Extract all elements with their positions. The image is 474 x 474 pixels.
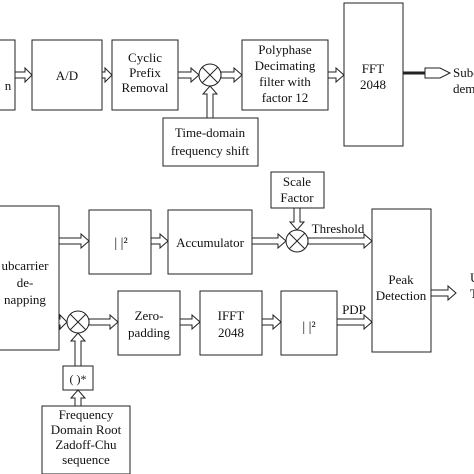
block-subcarrier-demap: ubcarrier de-napping xyxy=(0,205,60,351)
text-line: IFFT xyxy=(218,308,245,323)
block-subcarrier-cut-top-text: Subedem xyxy=(453,65,474,96)
text-line: 2048 xyxy=(218,325,244,340)
text-line: FFT xyxy=(362,61,384,76)
block-subcarrier-cut-top: Subedem xyxy=(453,65,474,96)
block-right-cut-bottom: UTim xyxy=(470,270,474,301)
text-line: Accumulator xyxy=(176,235,245,250)
block-right-cut-bottom-text: UTim xyxy=(470,270,474,301)
text-line: frequency shift xyxy=(171,143,250,158)
block-left-cut-top: n xyxy=(0,39,16,111)
text-line: Cyclic xyxy=(128,50,162,65)
top-row-connections xyxy=(14,66,452,119)
text-line: A/D xyxy=(56,68,78,83)
block-td-frequency-shift-text: Time-domain frequency shift xyxy=(171,125,250,158)
text-line: ( )* xyxy=(70,372,87,386)
text-line: sequence xyxy=(62,452,110,467)
text-line: | |² xyxy=(302,320,315,335)
text-line: Polyphase xyxy=(258,42,312,57)
text-line: n xyxy=(5,78,12,93)
text-line: 2048 xyxy=(360,77,386,92)
block-abs-square-top-text: | |² xyxy=(114,236,127,251)
label-pdp: PDP xyxy=(342,302,366,317)
block-ad: A/D xyxy=(31,39,103,111)
text-line: Removal xyxy=(122,80,169,95)
mixer-top xyxy=(198,63,222,87)
block-abs-square-top: | |² xyxy=(88,209,152,275)
text-line: dem xyxy=(453,81,474,96)
text-line: Domain Root xyxy=(51,422,122,437)
label-threshold: Threshold xyxy=(312,221,365,236)
text-line: napping xyxy=(4,292,46,307)
text-line: Zero- xyxy=(135,308,164,323)
block-zero-padding-text: Zero-padding xyxy=(128,308,170,340)
block-left-cut-top-text: n xyxy=(5,78,12,93)
text-line: Sube xyxy=(453,65,474,80)
text-line: Decimating xyxy=(255,58,316,73)
block-conjugate-text: ( )* xyxy=(70,372,87,386)
block-zero-padding: Zero-padding xyxy=(117,290,181,356)
block-subcarrier-demap-text: ubcarrier de-napping xyxy=(2,258,50,307)
text-line: Tim xyxy=(470,286,474,301)
bottom-connections xyxy=(58,207,457,407)
text-line: | |² xyxy=(114,236,127,251)
text-line: U xyxy=(470,270,474,285)
mixer-threshold xyxy=(285,229,309,253)
text-line: Zadoff-Chu xyxy=(55,437,117,452)
text-line: Peak xyxy=(388,272,414,287)
text-line: Prefix xyxy=(129,65,161,80)
block-td-frequency-shift: Time-domain frequency shift xyxy=(162,117,259,167)
block-accumulator: Accumulator xyxy=(167,209,253,275)
block-ad-text: A/D xyxy=(56,68,78,83)
text-line: Frequency xyxy=(59,407,114,422)
text-line: padding xyxy=(128,325,170,340)
text-line: de- xyxy=(17,275,34,290)
text-line: Detection xyxy=(376,288,427,303)
text-line: filter with xyxy=(259,74,311,89)
block-accumulator-text: Accumulator xyxy=(176,235,245,250)
block-abs-square-bottom-text: | |² xyxy=(302,320,315,335)
text-line: factor 12 xyxy=(262,90,309,105)
text-line: Time-domain xyxy=(175,125,246,140)
text-line: Scale xyxy=(283,174,311,189)
block-ifft-2048: IFFT 2048 xyxy=(199,290,263,356)
text-line: ubcarrier xyxy=(2,258,50,273)
block-abs-square-bottom: | |² xyxy=(280,290,338,356)
text-line: Factor xyxy=(280,190,314,205)
mixer-correlation xyxy=(66,310,90,334)
block-ifft-2048-text: IFFT 2048 xyxy=(218,308,245,340)
block-conjugate: ( )* xyxy=(62,365,94,391)
